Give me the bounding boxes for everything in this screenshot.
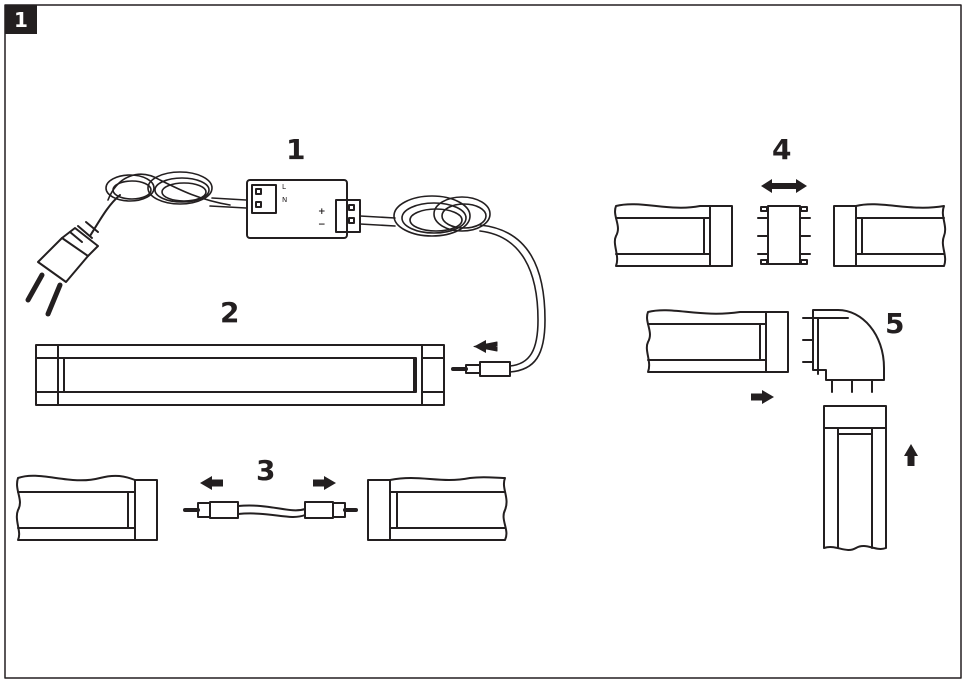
power-plug — [25, 194, 121, 317]
step-number-4: 4 — [772, 133, 792, 166]
arrow-left-icon — [474, 340, 496, 353]
straight-connector — [757, 205, 811, 265]
cable-coil-right — [359, 195, 546, 373]
bar-segment-left — [15, 474, 158, 541]
extension-cable — [183, 501, 358, 519]
step-number-1: 1 — [286, 133, 306, 166]
arrow-right-icon — [313, 476, 336, 490]
arrow-right-icon — [751, 390, 774, 404]
bar-segment-4-left — [613, 203, 733, 267]
cable-coil-left — [105, 171, 247, 209]
driver-terminal-plus-label: + — [318, 207, 326, 217]
figure-badge: 1 — [5, 5, 37, 34]
bar-segment-5-horizontal — [645, 309, 789, 373]
step-number-2: 2 — [220, 296, 240, 329]
bar-segment-5-vertical — [823, 405, 887, 551]
driver-terminal-n-label: N — [282, 196, 288, 204]
driver-terminal-l-label: L — [282, 183, 286, 191]
light-bar — [35, 344, 445, 406]
double-arrow-icon — [761, 179, 807, 193]
arrow-left-icon — [200, 476, 223, 490]
driver-box — [246, 179, 361, 239]
step-number-3: 3 — [256, 454, 276, 487]
outer-border — [4, 4, 962, 679]
step-number-5: 5 — [885, 307, 905, 340]
corner-connector — [802, 309, 885, 393]
driver-terminal-minus-label: − — [318, 220, 326, 230]
bar-segment-right — [367, 476, 508, 541]
bar-segment-4-right — [833, 203, 947, 267]
arrow-up-icon — [904, 444, 918, 466]
dc-jack — [451, 361, 511, 377]
